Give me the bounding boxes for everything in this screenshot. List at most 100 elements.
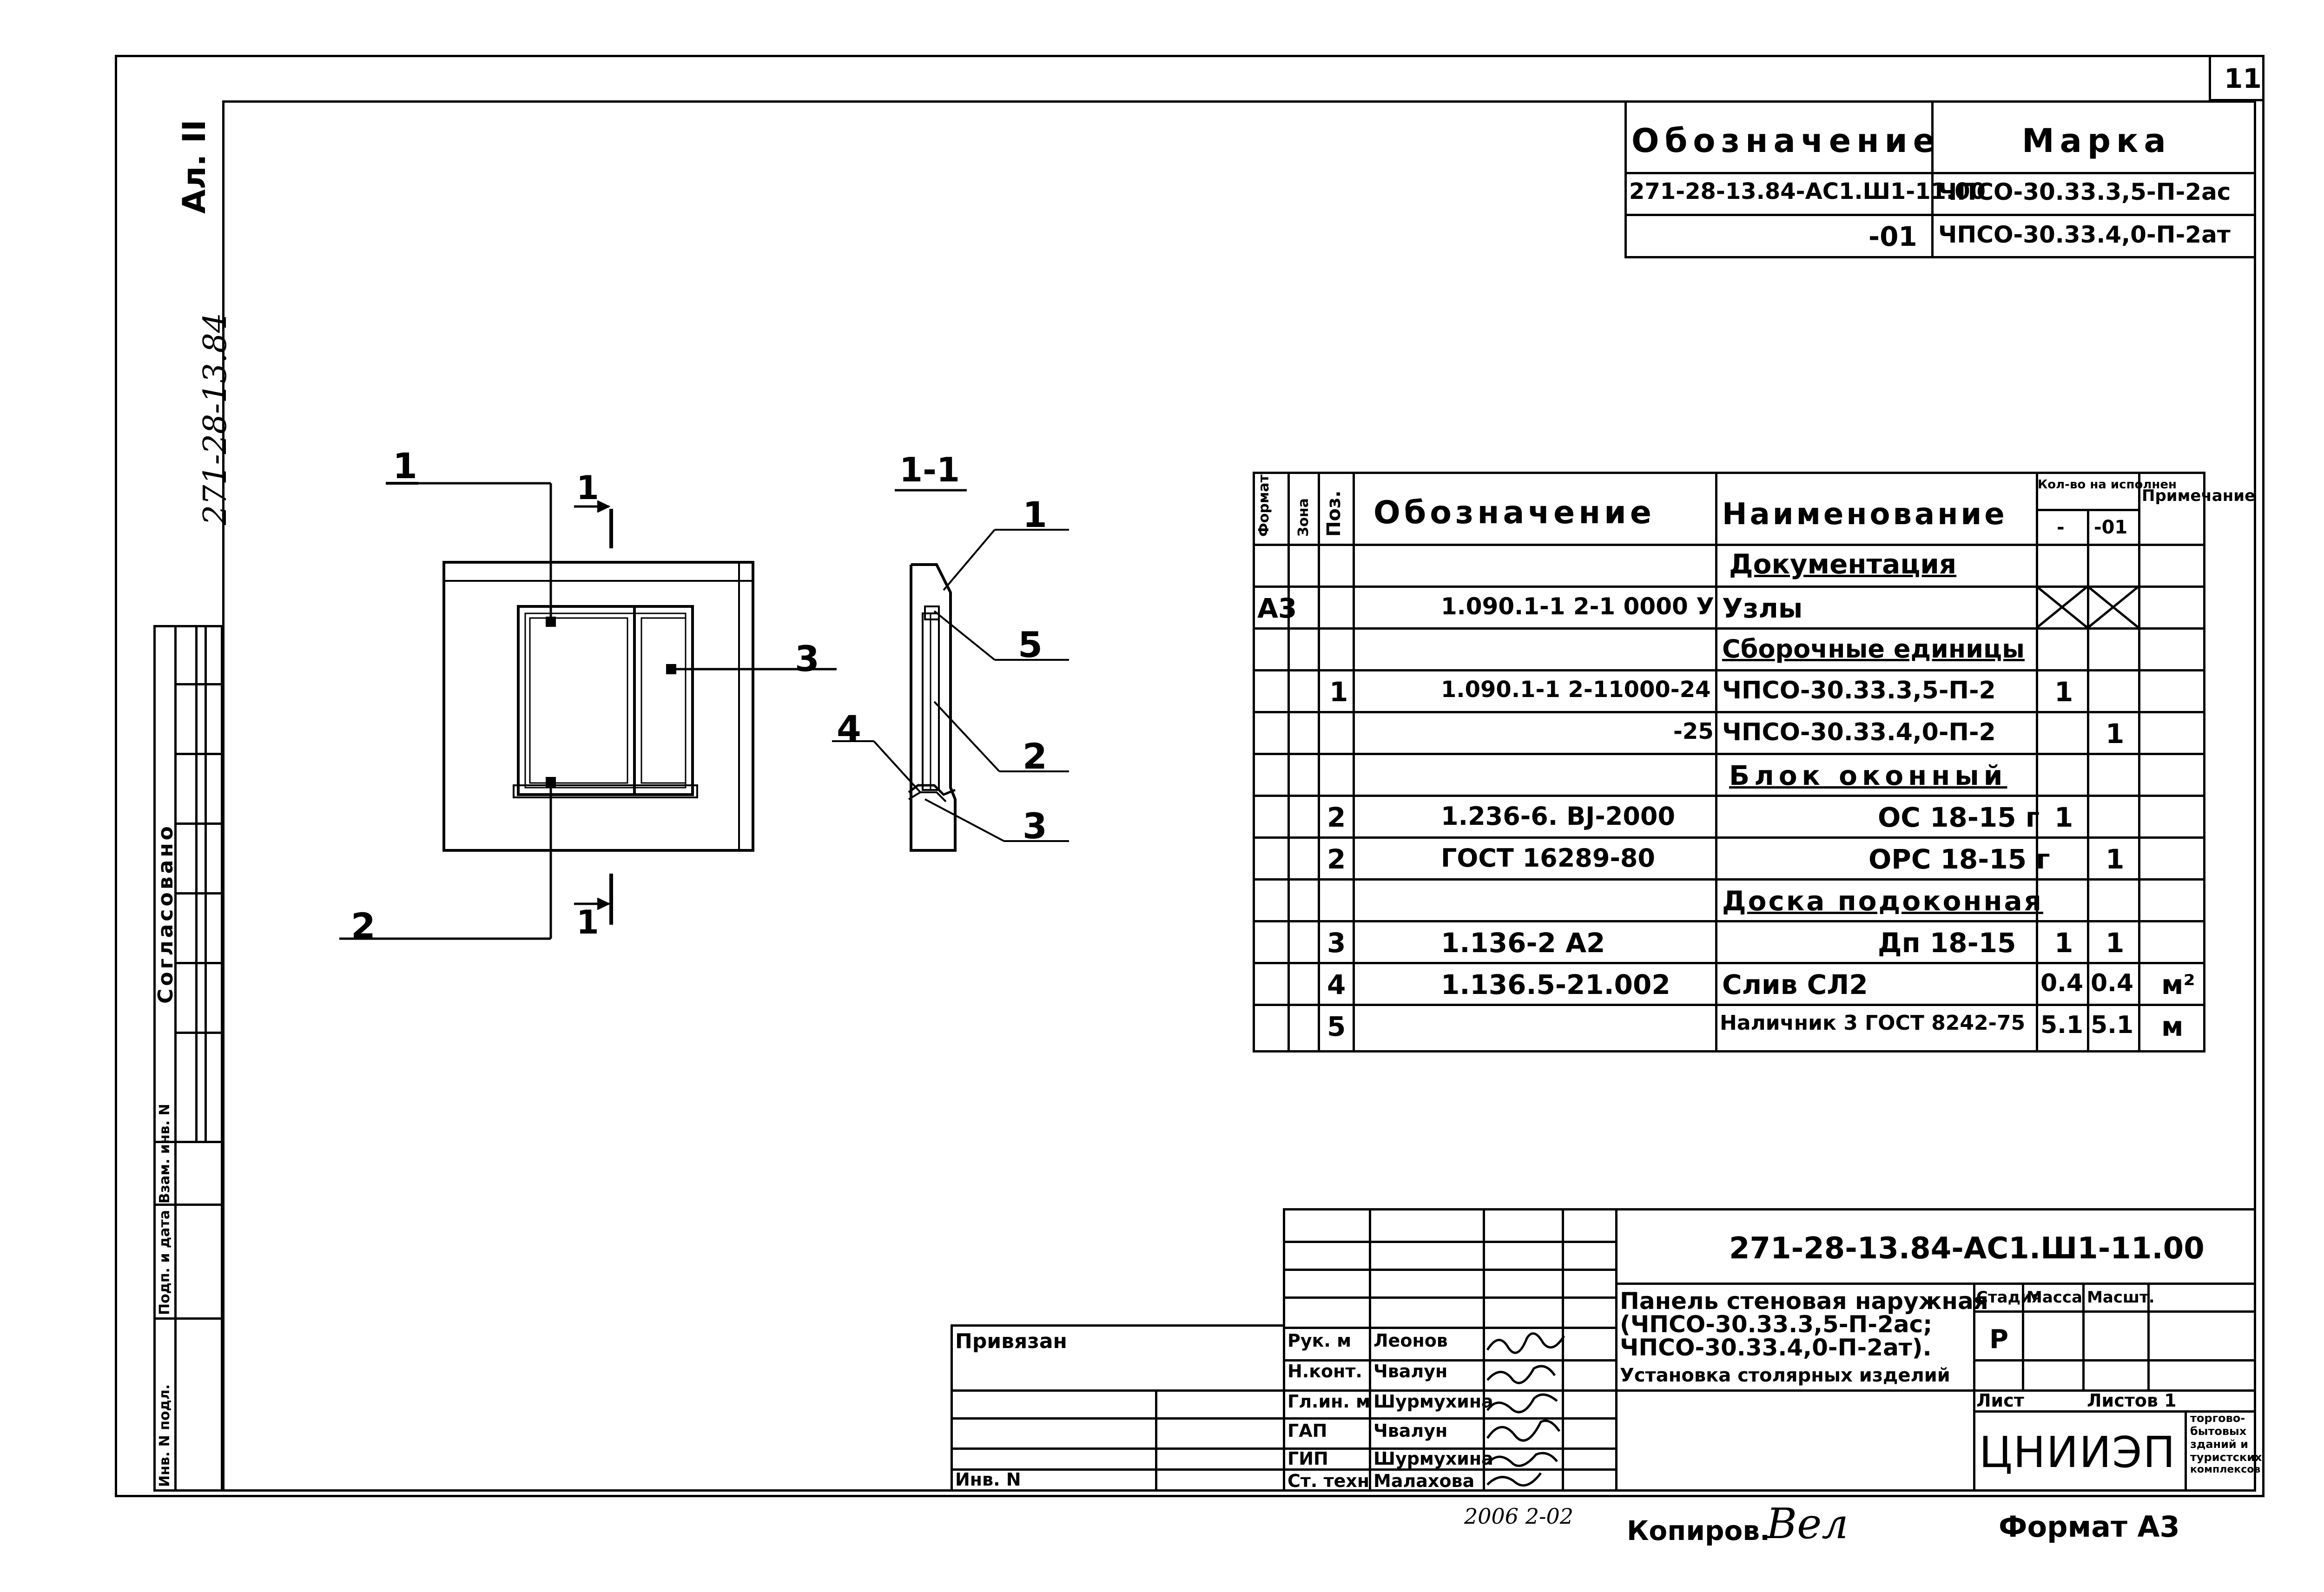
callout-front: 2 [351,905,376,947]
marking-row-mark: ЧПСО-30.33.3,5-П-2ас [1938,178,2231,205]
sheets-label: Листов 1 [2087,1390,2177,1411]
title-line: ЧПСО-30.33.4,0-П-2ат). [1620,1334,1932,1361]
spec-row-qty2: 1 [2106,927,2125,959]
spec-row-name: Слив СЛ2 [1722,969,1868,1000]
scale-label: Масшт. [2087,1288,2155,1307]
spec-row-name: Документация [1729,548,1957,580]
spec-header-qty-01: -01 [2094,517,2128,538]
role-name: Шурмухина [1373,1448,1493,1469]
callout-front: 1 [393,445,417,487]
callout-section: 5 [1018,624,1043,665]
spec-row-name: Сборочные единицы [1722,634,2025,664]
spec-row-note: м² [2161,969,2195,1000]
spec-row-designation: 1.236-6. ВJ-2000 [1441,802,1676,831]
outer-frame [115,55,2265,1497]
title-block-code: 271-28-13.84-АС1.Ш1-11.00 [1729,1231,2205,1266]
spec-row-note: м [2161,1011,2184,1042]
spec-row-designation: 1.136-2 А2 [1441,927,1605,959]
section-title: 1-1 [899,450,960,489]
spec-row-name: ОС 18-15 г [1878,802,2040,833]
section-mark-bottom: 1 [576,903,599,941]
spec-row-qty2: 1 [2106,843,2125,875]
spec-row-pos: 3 [1327,927,1346,959]
spec-row-qty2: 5.1 [2091,1011,2134,1039]
org-sub-line: торгово- [2190,1412,2245,1425]
role-name: Шурмухина [1373,1391,1493,1412]
title-line: Панель стеновая наружная [1620,1288,1988,1315]
title-line: Установка столярных изделий [1620,1365,1950,1386]
org-sub-line: зданий и [2190,1438,2248,1451]
stage-label: Стадия [1976,1288,2042,1307]
marking-header-designation: Обозначение [1631,122,1941,160]
spec-row-name: Доска подоконная [1722,885,2043,917]
spec-row-designation: 1.136.5-21.002 [1441,969,1670,1000]
spec-row-name: ЧПСО-30.33.3,5-П-2 [1722,677,1996,704]
page-number-box [2209,55,2265,101]
role-label: Гл.ин. м [1287,1391,1371,1412]
callout-front: 3 [795,638,819,679]
callout-section: 4 [837,708,861,749]
role-name: Чвалун [1373,1421,1448,1441]
binding-area [951,1324,1285,1492]
org-sub-line: туристских [2190,1451,2262,1464]
spec-row-qty1: 5.1 [2040,1011,2084,1039]
copied-signature: Вел [1766,1500,1849,1548]
role-label: Ст. техн [1287,1471,1370,1491]
section-mark-top: 1 [576,469,599,507]
callout-section: 2 [1023,736,1047,777]
spec-row-name: Наличник 3 ГОСТ 8242-75 [1720,1011,2026,1035]
spec-row-qty2: 0.4 [2091,969,2134,997]
spec-row-name: Узлы [1722,592,1803,624]
spec-header-qty-base: - [2057,517,2065,538]
spec-row-qty1: 1 [2054,927,2073,959]
spec-row-name: Дп 18-15 [1878,927,2016,959]
left-strip [153,625,223,1492]
spec-row-qty1: 1 [2054,802,2073,833]
spec-row-pos: 1 [1329,676,1348,708]
spec-header-designation: Обозначение [1373,494,1655,531]
copied-label: Копиров. [1627,1515,1770,1546]
spec-row-name: ЧПСО-30.33.4,0-П-2 [1722,718,1996,746]
spec-row-qty2: 1 [2106,718,2125,750]
role-name: Малахова [1373,1471,1475,1491]
marking-row-mark: ЧПСО-30.33.4,0-П-2ат [1938,221,2231,248]
spec-row-pos: 4 [1327,969,1346,1000]
stage-value: Р [1989,1324,2009,1355]
spec-row-qty1: 0.4 [2040,969,2084,997]
role-label: Рук. м [1287,1330,1352,1351]
callout-section: 1 [1023,494,1047,535]
page-number: 11 [2224,63,2262,94]
format-label: Формат А3 [1999,1510,2180,1544]
date-stamp: 2006 2-02 [1464,1504,1574,1529]
spec-row-pos: 2 [1327,802,1346,833]
title-line: (ЧПСО-30.33.3,5-П-2ас; [1620,1311,1933,1338]
spec-header-name: Наименование [1722,497,2007,532]
callout-section: 3 [1023,805,1047,847]
spec-header-qty: Кол-во на исполнен [2038,478,2177,492]
spec-row-designation: -25 [1673,718,1714,744]
title-block [1283,1208,2256,1492]
mass-label: Масса [2027,1288,2083,1307]
role-label: Н.конт. [1287,1361,1362,1381]
sheet-label: Лист [1976,1390,2024,1411]
org-name: ЦНИИЭП [1979,1428,2176,1477]
spec-row-format: А3 [1257,592,1297,624]
spec-row-pos: 2 [1327,843,1346,875]
org-sub-line: бытовых [2190,1425,2247,1438]
role-label: ГАП [1287,1421,1327,1441]
spec-row-designation: ГОСТ 16289-80 [1441,843,1656,873]
marking-row-designation: 271-28-13.84-АС1.Ш1-11.00 [1629,178,1986,204]
role-name: Леонов [1373,1330,1448,1351]
inv-label: Инв. N [955,1469,1021,1490]
binding-label: Привязан [955,1329,1067,1353]
marking-header-mark: Марка [2022,122,2172,160]
spec-row-name: Блок оконный [1729,760,2007,791]
spec-row-qty1: 1 [2054,676,2073,708]
role-label: ГИП [1287,1448,1328,1469]
spec-table [1253,472,2205,1053]
